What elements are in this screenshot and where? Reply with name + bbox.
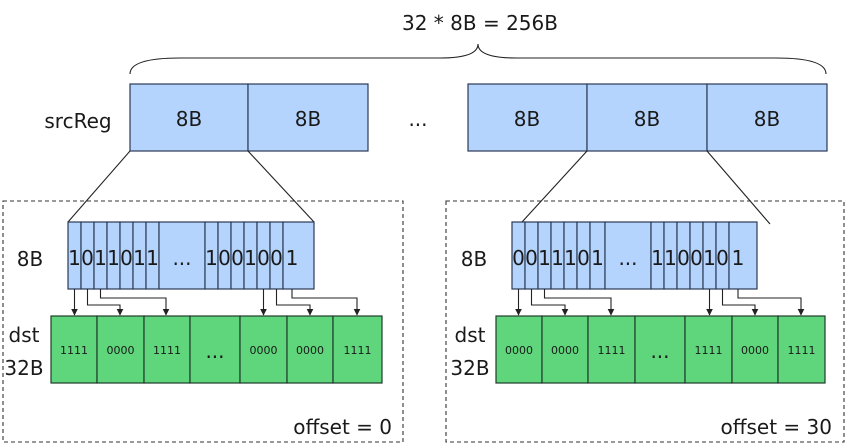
map-arrow bbox=[543, 289, 615, 316]
src-block-4: 8B bbox=[706, 83, 828, 152]
panel-border bbox=[445, 200, 845, 443]
total-size-label: 32 * 8B = 256B bbox=[402, 11, 558, 35]
src-block-0: 8B bbox=[129, 83, 249, 152]
bit-cell: 0 bbox=[231, 246, 244, 270]
bit-cell: 0 bbox=[716, 246, 729, 270]
expand-line-right-b bbox=[706, 150, 771, 225]
dst-label: dst bbox=[9, 323, 40, 347]
dst-cell: 1111 bbox=[344, 344, 372, 357]
bit-cell: 1 bbox=[703, 246, 716, 270]
bit-ellipsis: ... bbox=[618, 246, 637, 270]
src-block-1: 8B bbox=[247, 83, 369, 152]
bit-cell: 1 bbox=[651, 246, 664, 270]
bit-row-label: 8B bbox=[17, 247, 43, 271]
dst-cell: 0000 bbox=[250, 344, 278, 357]
dst-cell: 0000 bbox=[505, 344, 533, 357]
map-arrow bbox=[99, 289, 170, 316]
bit-cell: 1 bbox=[94, 246, 107, 270]
bit-cell: 0 bbox=[677, 246, 690, 270]
panel-border bbox=[2, 200, 404, 443]
src-block-label: 8B bbox=[754, 107, 780, 131]
bit-cell: 1 bbox=[564, 246, 577, 270]
bit-cell: 1 bbox=[286, 246, 299, 270]
bit-cell: 1 bbox=[591, 246, 604, 270]
bit-cell: 0 bbox=[270, 246, 283, 270]
offset-label: offset = 0 bbox=[293, 415, 392, 439]
top-brace bbox=[129, 43, 827, 75]
src-block-label: 8B bbox=[514, 107, 540, 131]
bit-cell: 1 bbox=[538, 246, 551, 270]
src-block-3: 8B bbox=[586, 83, 708, 152]
src-block-2: 8B bbox=[467, 83, 588, 152]
bit-cell: 1 bbox=[133, 246, 146, 270]
map-arrow bbox=[530, 289, 569, 316]
src-reg-label: srcReg bbox=[44, 109, 111, 133]
offset-label: offset = 30 bbox=[720, 415, 832, 439]
bit-cell: 0 bbox=[525, 246, 538, 270]
dst-cell: 1111 bbox=[598, 344, 626, 357]
map-arrow bbox=[737, 289, 805, 316]
dst-cell: 1111 bbox=[695, 344, 723, 357]
dst-size-label: 32B bbox=[4, 356, 43, 380]
bit-cell: 0 bbox=[257, 246, 270, 270]
expand-line-right-a bbox=[521, 150, 588, 223]
bit-cell: 1 bbox=[664, 246, 677, 270]
dst-label: dst bbox=[455, 323, 486, 347]
bit-cell: 1 bbox=[68, 246, 81, 270]
bit-row-label: 8B bbox=[461, 247, 487, 271]
bit-ellipsis: ... bbox=[172, 246, 191, 270]
dst-ellipsis: ... bbox=[205, 339, 224, 363]
map-arrow bbox=[275, 289, 314, 316]
bit-cell: 0 bbox=[512, 246, 525, 270]
bit-cell: 0 bbox=[81, 246, 94, 270]
dst-cell: 0000 bbox=[551, 344, 579, 357]
expand-line-left-b bbox=[247, 150, 315, 223]
src-block-label: 8B bbox=[295, 107, 321, 131]
src-ellipsis: ... bbox=[408, 107, 427, 131]
map-arrow bbox=[86, 289, 124, 316]
src-block-label: 8B bbox=[634, 107, 660, 131]
bit-cell: 1 bbox=[146, 246, 159, 270]
bit-cell: 0 bbox=[120, 246, 133, 270]
bit-cell: 1 bbox=[107, 246, 120, 270]
map-arrow bbox=[721, 289, 759, 316]
dst-cell: 0000 bbox=[296, 344, 324, 357]
panel-offset-0: 8B 1 0 1 1 0 1 1 ... 1 0 0 1 0 0 1 bbox=[2, 200, 404, 443]
dst-cell: 0000 bbox=[741, 344, 769, 357]
expand-line-left-a bbox=[67, 150, 131, 223]
bit-cell: 1 bbox=[732, 246, 745, 270]
dst-cell: 1111 bbox=[788, 344, 816, 357]
bit-cell: 0 bbox=[690, 246, 703, 270]
dst-ellipsis: ... bbox=[650, 339, 669, 363]
bit-cell: 0 bbox=[577, 246, 590, 270]
bit-cell: 1 bbox=[551, 246, 564, 270]
bit-cell: 0 bbox=[218, 246, 231, 270]
dst-cell: 1111 bbox=[60, 344, 88, 357]
bit-cell: 1 bbox=[205, 246, 218, 270]
dst-cell: 1111 bbox=[153, 344, 181, 357]
map-arrow bbox=[291, 289, 361, 316]
bit-cell: 1 bbox=[244, 246, 257, 270]
dst-size-label: 32B bbox=[450, 356, 489, 380]
panel-offset-30: 8B 0 0 1 1 1 0 1 ... 1 1 0 0 1 0 1 bbox=[445, 200, 845, 443]
dst-cell: 0000 bbox=[107, 344, 135, 357]
src-block-label: 8B bbox=[176, 107, 202, 131]
